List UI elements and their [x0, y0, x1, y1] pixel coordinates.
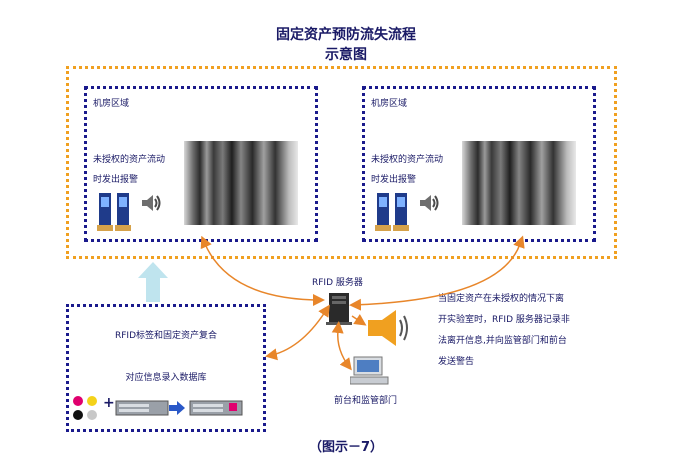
server-note-line2: 开实验室时，RFID 服务器记录非 [438, 315, 570, 325]
database-entry-line1: RFID标签和固定资产复合 [114, 331, 217, 341]
diagram-title-line2: 示意图 [325, 47, 367, 63]
database-entry-box: RFID标签和固定资产复合 对应信息录入数据库 + [66, 304, 266, 432]
figure-caption: （图示－7） [308, 440, 384, 455]
arrow-server-frontdesk [331, 321, 352, 371]
frontdesk-computer-icon [350, 356, 389, 385]
arrow-server-database [265, 304, 330, 361]
left-room-alert-line2: 时发出报警 [93, 175, 139, 185]
alarm-speaker-icon [368, 310, 408, 346]
right-room-alert-line2: 时发出报警 [371, 175, 417, 185]
left-room-alert-line1: 未授权的资产流动 [93, 155, 166, 165]
speaker-icon [420, 195, 439, 211]
speaker-icon [142, 195, 161, 211]
right-room-alert-line1: 未授权的资产流动 [371, 155, 444, 165]
tagged-server-unit-icon [189, 400, 243, 416]
plus-sign: + [103, 395, 115, 411]
server-room-photo [462, 141, 576, 225]
server-note-line4: 发送警告 [438, 357, 475, 367]
right-arrow-icon [169, 401, 185, 415]
right-room-label: 机房区域 [371, 99, 408, 109]
machine-room-outer-area [66, 66, 617, 259]
server-unit-icon [115, 400, 169, 416]
frontdesk-label: 前台和监管部门 [334, 396, 398, 406]
arrow-left-room-server [200, 235, 325, 306]
database-entry-line2: 对应信息录入数据库 [125, 373, 207, 383]
server-room-photo [184, 141, 298, 225]
rfid-gate-icon [97, 193, 131, 231]
arrow-right-room-server [349, 235, 525, 311]
server-note-line3: 法离开信息,并向监管部门和前台 [438, 336, 567, 346]
diagram-title-line1: 固定资产预防流失流程 [276, 27, 416, 43]
left-room-label: 机房区域 [93, 99, 130, 109]
right-machine-room-box: 机房区域 未授权的资产流动 时发出报警 [362, 86, 596, 242]
rfid-tags-icon [73, 396, 97, 420]
up-arrow-icon [138, 262, 168, 302]
rfid-gate-icon [375, 193, 409, 231]
rfid-server-label: RFID 服务器 [312, 278, 363, 288]
arrow-server-alarm [351, 314, 367, 326]
